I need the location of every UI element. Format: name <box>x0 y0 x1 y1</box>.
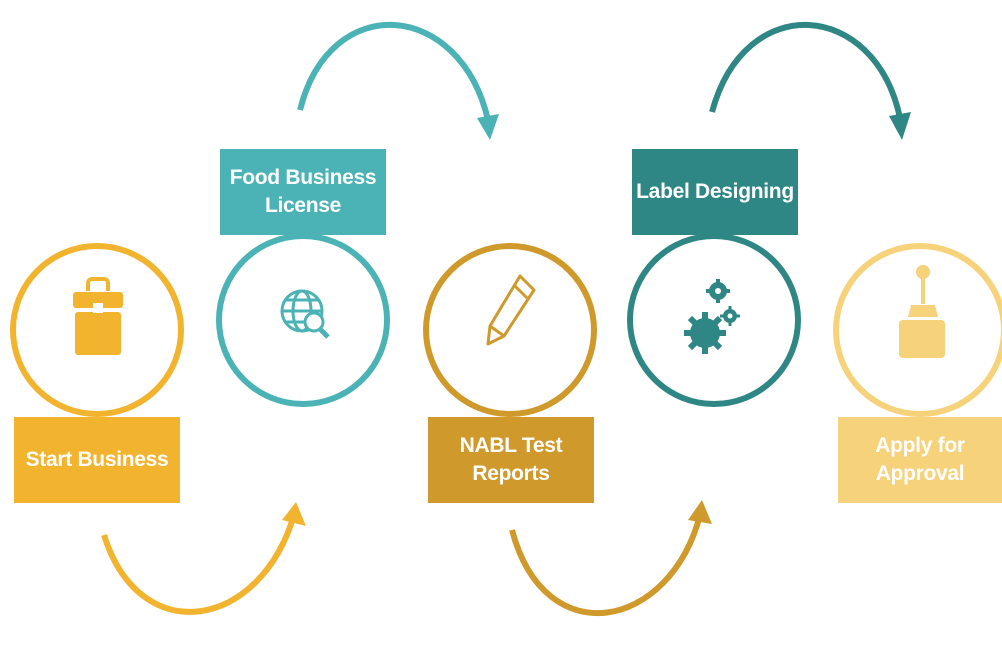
step-label-box-apply-approval <box>838 417 1002 503</box>
gears-icon <box>684 279 740 354</box>
arrowhead-license-to-nabl <box>477 114 499 140</box>
arrow-license-to-nabl <box>297 22 491 121</box>
briefcase-icon <box>73 277 123 355</box>
arrowhead-start-to-license <box>282 502 306 526</box>
step-label-start-business: Start Business <box>25 447 169 471</box>
arrow-start-to-license <box>101 514 297 615</box>
step-circle-apply-approval <box>833 243 1002 417</box>
step-label-box-food-license <box>220 149 386 235</box>
step-label-nabl-reports: NABL Test Reports <box>459 433 563 485</box>
step-label-label-designing: Label Designing <box>636 179 794 203</box>
step-label-box-label-designing <box>632 149 798 235</box>
step-circle-food-license <box>216 233 390 407</box>
step-label-box-nabl-reports <box>428 417 594 503</box>
step-circle-label-designing <box>627 233 801 407</box>
pencil-icon <box>486 274 536 346</box>
arrowhead-nabl-to-label <box>688 500 712 524</box>
arrowhead-label-to-approval <box>889 112 911 140</box>
step-label-food-license: Food Business License <box>229 165 377 217</box>
step-label-box-start-business <box>14 417 180 503</box>
globe-search-icon <box>280 289 330 339</box>
arrow-nabl-to-label <box>509 514 703 617</box>
step-circle-nabl-reports <box>423 243 597 417</box>
step-circle-start-business <box>10 243 184 417</box>
step-label-apply-approval: Apply for Approval <box>875 433 965 485</box>
joystick-icon <box>899 265 945 358</box>
arrow-label-to-approval <box>709 22 903 119</box>
